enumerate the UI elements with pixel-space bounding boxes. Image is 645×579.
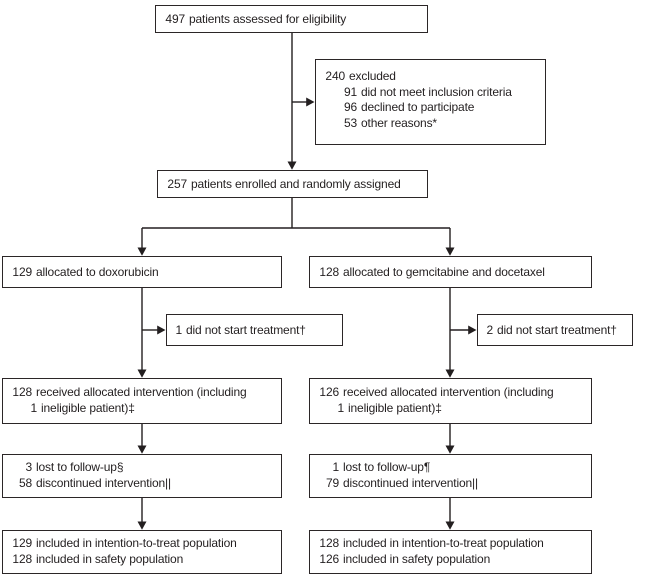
label: included in intention-to-treat populatio… [343, 536, 544, 550]
arrowhead-into-followup-gem [445, 445, 455, 454]
count: 96 [343, 100, 357, 114]
label: allocated to doxorubicin [36, 264, 159, 279]
label: patients enrolled and randomly assigned [191, 176, 401, 191]
label: other reasons* [361, 115, 437, 130]
box-line: 53 other reasons* [341, 116, 541, 132]
label: included in safety population [343, 551, 491, 566]
count: 257 [167, 176, 187, 191]
label: ineligible patient)‡ [41, 400, 135, 415]
count: 1 [337, 400, 344, 415]
arrowhead-into-enrolled [287, 161, 297, 170]
box-line: 240 excluded [323, 69, 541, 85]
label: allocated to gemcitabine and docetaxel [343, 264, 545, 279]
arrowhead-into-alloc-dox [137, 247, 147, 256]
arrowhead-into-analysis-gem [445, 521, 455, 530]
box-line: 128 included in intention-to-treat popul… [317, 536, 587, 552]
box-line: 91 did not meet inclusion criteria [341, 85, 541, 101]
label: discontinued intervention|| [36, 475, 171, 490]
box-enrolled-randomized: 257 patients enrolled and randomly assig… [157, 170, 428, 198]
count: 2 [486, 322, 493, 337]
count: 128 [12, 551, 32, 566]
box-line: 1 ineligible patient)‡ [335, 401, 587, 417]
count: 129 [12, 536, 32, 550]
label: ineligible patient)‡ [348, 400, 442, 415]
label: lost to follow-up¶ [343, 460, 431, 474]
count: 129 [12, 264, 32, 279]
label: lost to follow-up§ [36, 460, 124, 474]
label: excluded [349, 69, 396, 83]
box-line: 126 received allocated intervention (inc… [317, 385, 587, 401]
label: did not start treatment† [186, 322, 306, 337]
count: 126 [319, 551, 339, 566]
box-assessed-eligibility: 497 patients assessed for eligibility [155, 5, 428, 33]
label: received allocated intervention (includi… [36, 385, 247, 399]
box-allocated-gemcitabine-docetaxel: 128 allocated to gemcitabine and docetax… [309, 256, 592, 288]
count: 1 [332, 460, 339, 474]
count: 79 [325, 475, 339, 490]
box-line: 1 did not start treatment† [174, 323, 338, 339]
arrowhead-into-excluded [306, 97, 315, 107]
count: 53 [343, 115, 357, 130]
label: declined to participate [361, 100, 475, 114]
box-analysis-populations-doxorubicin: 129 included in intention-to-treat popul… [2, 530, 282, 574]
box-line: 3 lost to follow-up§ [10, 460, 277, 476]
box-allocated-doxorubicin: 129 allocated to doxorubicin [2, 256, 282, 288]
label: patients assessed for eligibility [189, 11, 347, 26]
box-line: 128 allocated to gemcitabine and docetax… [317, 265, 587, 281]
box-received-intervention-doxorubicin: 128 received allocated intervention (inc… [2, 378, 282, 424]
label: included in safety population [36, 551, 184, 566]
count: 58 [18, 475, 32, 490]
arrowhead-into-alloc-gem [445, 247, 455, 256]
box-line: 2 did not start treatment† [485, 323, 628, 339]
box-line: 79 discontinued intervention|| [317, 476, 587, 492]
label: discontinued intervention|| [343, 475, 478, 490]
count: 126 [319, 385, 339, 399]
box-line: 257 patients enrolled and randomly assig… [165, 177, 423, 193]
count: 1 [30, 400, 37, 415]
arrowhead-into-analysis-dox [137, 521, 147, 530]
box-line: 96 declined to participate [341, 100, 541, 116]
label: included in intention-to-treat populatio… [36, 536, 237, 550]
box-excluded: 240 excluded 91 did not meet inclusion c… [315, 59, 546, 145]
box-line: 58 discontinued intervention|| [10, 476, 277, 492]
box-line: 128 included in safety population [10, 552, 277, 568]
count: 128 [319, 536, 339, 550]
box-analysis-populations-gemcitabine: 128 included in intention-to-treat popul… [309, 530, 592, 574]
count: 1 [175, 322, 182, 337]
box-did-not-start-gemcitabine: 2 did not start treatment† [477, 314, 633, 346]
count: 3 [25, 460, 32, 474]
count: 91 [343, 84, 357, 99]
box-line: 126 included in safety population [317, 552, 587, 568]
box-line: 497 patients assessed for eligibility [163, 12, 423, 28]
box-line: 1 lost to follow-up¶ [317, 460, 587, 476]
box-line: 1 ineligible patient)‡ [28, 401, 277, 417]
box-did-not-start-doxorubicin: 1 did not start treatment† [166, 314, 343, 346]
count: 497 [165, 11, 185, 26]
box-received-intervention-gemcitabine: 126 received allocated intervention (inc… [309, 378, 592, 424]
box-followup-gemcitabine: 1 lost to follow-up¶ 79 discontinued int… [309, 454, 592, 498]
box-line: 129 included in intention-to-treat popul… [10, 536, 277, 552]
arrowhead-into-received-dox [137, 369, 147, 378]
label: did not meet inclusion criteria [361, 84, 512, 99]
label: did not start treatment† [497, 322, 617, 337]
arrowhead-into-followup-dox [137, 445, 147, 454]
arrowhead-into-nostart-gem [468, 325, 477, 335]
box-followup-doxorubicin: 3 lost to follow-up§ 58 discontinued int… [2, 454, 282, 498]
box-line: 129 allocated to doxorubicin [10, 265, 277, 281]
label: received allocated intervention (includi… [343, 385, 554, 399]
arrowhead-into-nostart-dox [157, 325, 166, 335]
count: 240 [325, 69, 345, 83]
count: 128 [319, 264, 339, 279]
arrowhead-into-received-gem [445, 369, 455, 378]
box-line: 128 received allocated intervention (inc… [10, 385, 277, 401]
count: 128 [12, 385, 32, 399]
